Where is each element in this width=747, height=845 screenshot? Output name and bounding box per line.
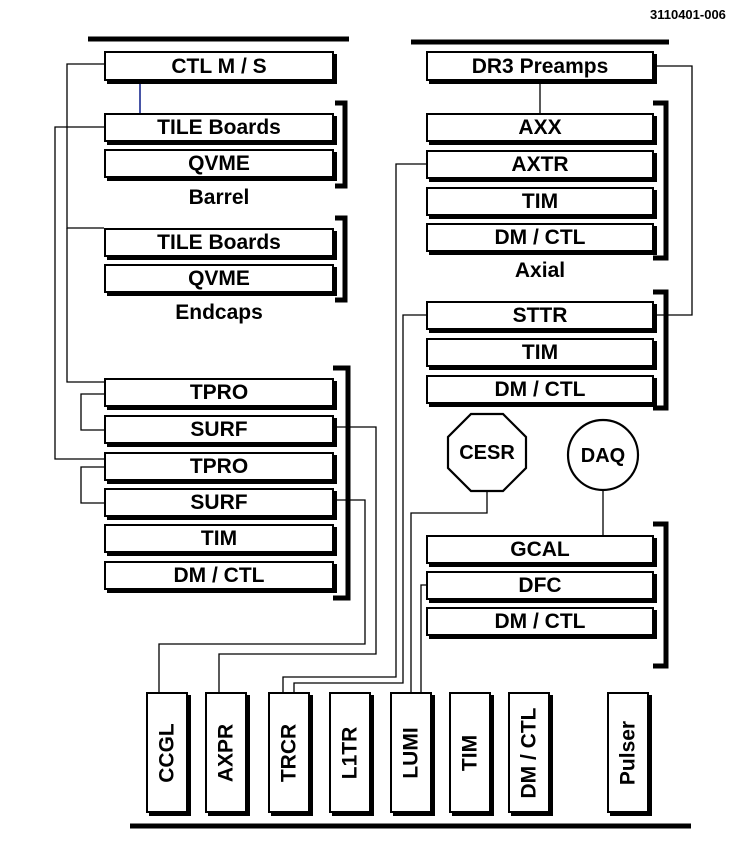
tracking-surf-1: SURF bbox=[104, 415, 334, 444]
tracking-tim: TIM bbox=[104, 524, 334, 553]
dfc-box: DFC bbox=[426, 571, 654, 600]
bottom-l1tr-label: L1TR bbox=[338, 726, 362, 779]
wire-dr3-sttr bbox=[656, 65, 693, 316]
daq-circle bbox=[566, 418, 640, 492]
bracket-endcaps bbox=[335, 215, 348, 303]
wire-dfc-lumi bbox=[420, 584, 426, 693]
tracking-tpro-1: TPRO bbox=[104, 378, 334, 407]
bottom-dm-ctl-label: DM / CTL bbox=[517, 707, 541, 798]
bottom-lumi-label: LUMI bbox=[399, 726, 423, 779]
bracket-tracking bbox=[333, 365, 351, 601]
barrel-tile-boards: TILE Boards bbox=[104, 113, 334, 142]
stereo-dm-ctl: DM / CTL bbox=[426, 375, 654, 404]
dr3-preamps-box: DR3 Preamps bbox=[426, 51, 654, 81]
cesr-octagon bbox=[446, 412, 528, 493]
axial-axx: AXX bbox=[426, 113, 654, 142]
ctl-ms-box: CTL M / S bbox=[104, 51, 334, 81]
bracket-axial bbox=[653, 100, 669, 261]
endcaps-qvme: QVME bbox=[104, 264, 334, 293]
bottom-trcr-label: TRCR bbox=[277, 723, 301, 782]
wire-sttr-trcr bbox=[293, 314, 426, 693]
bottom-pulser: Pulser bbox=[607, 692, 649, 813]
bracket-gcal bbox=[653, 521, 669, 669]
stereo-sttr: STTR bbox=[426, 301, 654, 330]
axial-dm-ctl: DM / CTL bbox=[426, 223, 654, 252]
wire-axtr-trcr bbox=[282, 163, 426, 693]
tracking-tpro-2: TPRO bbox=[104, 452, 334, 481]
daq-label: DAQ bbox=[580, 445, 626, 467]
bottom-tim-label: TIM bbox=[458, 734, 482, 771]
gcal-box: GCAL bbox=[426, 535, 654, 564]
axial-tim: TIM bbox=[426, 187, 654, 216]
bottom-dm-ctl: DM / CTL bbox=[508, 692, 550, 813]
bracket-stereo bbox=[653, 289, 669, 411]
tracking-surf-2: SURF bbox=[104, 488, 334, 517]
endcaps-tile-boards: TILE Boards bbox=[104, 228, 334, 257]
figure-id: 3110401-006 bbox=[650, 7, 726, 22]
gcal-dm-ctl: DM / CTL bbox=[426, 607, 654, 636]
wire-ctl-tpro1 bbox=[66, 228, 104, 383]
barrel-caption: Barrel bbox=[188, 186, 250, 209]
bottom-trcr: TRCR bbox=[268, 692, 310, 813]
wire-cesr-lumi bbox=[410, 490, 488, 693]
wire-tpro2-surf2 bbox=[80, 466, 104, 504]
bracket-barrel bbox=[335, 100, 348, 189]
bottom-ccgl: CCGL bbox=[146, 692, 188, 813]
bottom-tim: TIM bbox=[449, 692, 491, 813]
cesr-label: CESR bbox=[459, 442, 515, 464]
bottom-l1tr: L1TR bbox=[329, 692, 371, 813]
axial-caption: Axial bbox=[514, 259, 566, 282]
barrel-qvme: QVME bbox=[104, 149, 334, 178]
endcaps-caption: Endcaps bbox=[175, 301, 263, 324]
axial-axtr: AXTR bbox=[426, 150, 654, 179]
wire-tpro1-surf1 bbox=[80, 393, 104, 431]
bottom-axpr-label: AXPR bbox=[214, 723, 238, 782]
wire-barrel-tpro2 bbox=[54, 126, 104, 460]
stereo-tim: TIM bbox=[426, 338, 654, 367]
wire-ctl-barrel bbox=[66, 63, 104, 229]
tracking-dm-ctl: DM / CTL bbox=[104, 561, 334, 590]
wire-surf1-axpr bbox=[218, 426, 377, 693]
bottom-lumi: LUMI bbox=[390, 692, 432, 813]
wire-surf2-ccgl bbox=[158, 499, 366, 693]
bottom-axpr: AXPR bbox=[205, 692, 247, 813]
bottom-pulser-label: Pulser bbox=[616, 720, 640, 785]
bottom-ccgl-label: CCGL bbox=[155, 722, 179, 783]
